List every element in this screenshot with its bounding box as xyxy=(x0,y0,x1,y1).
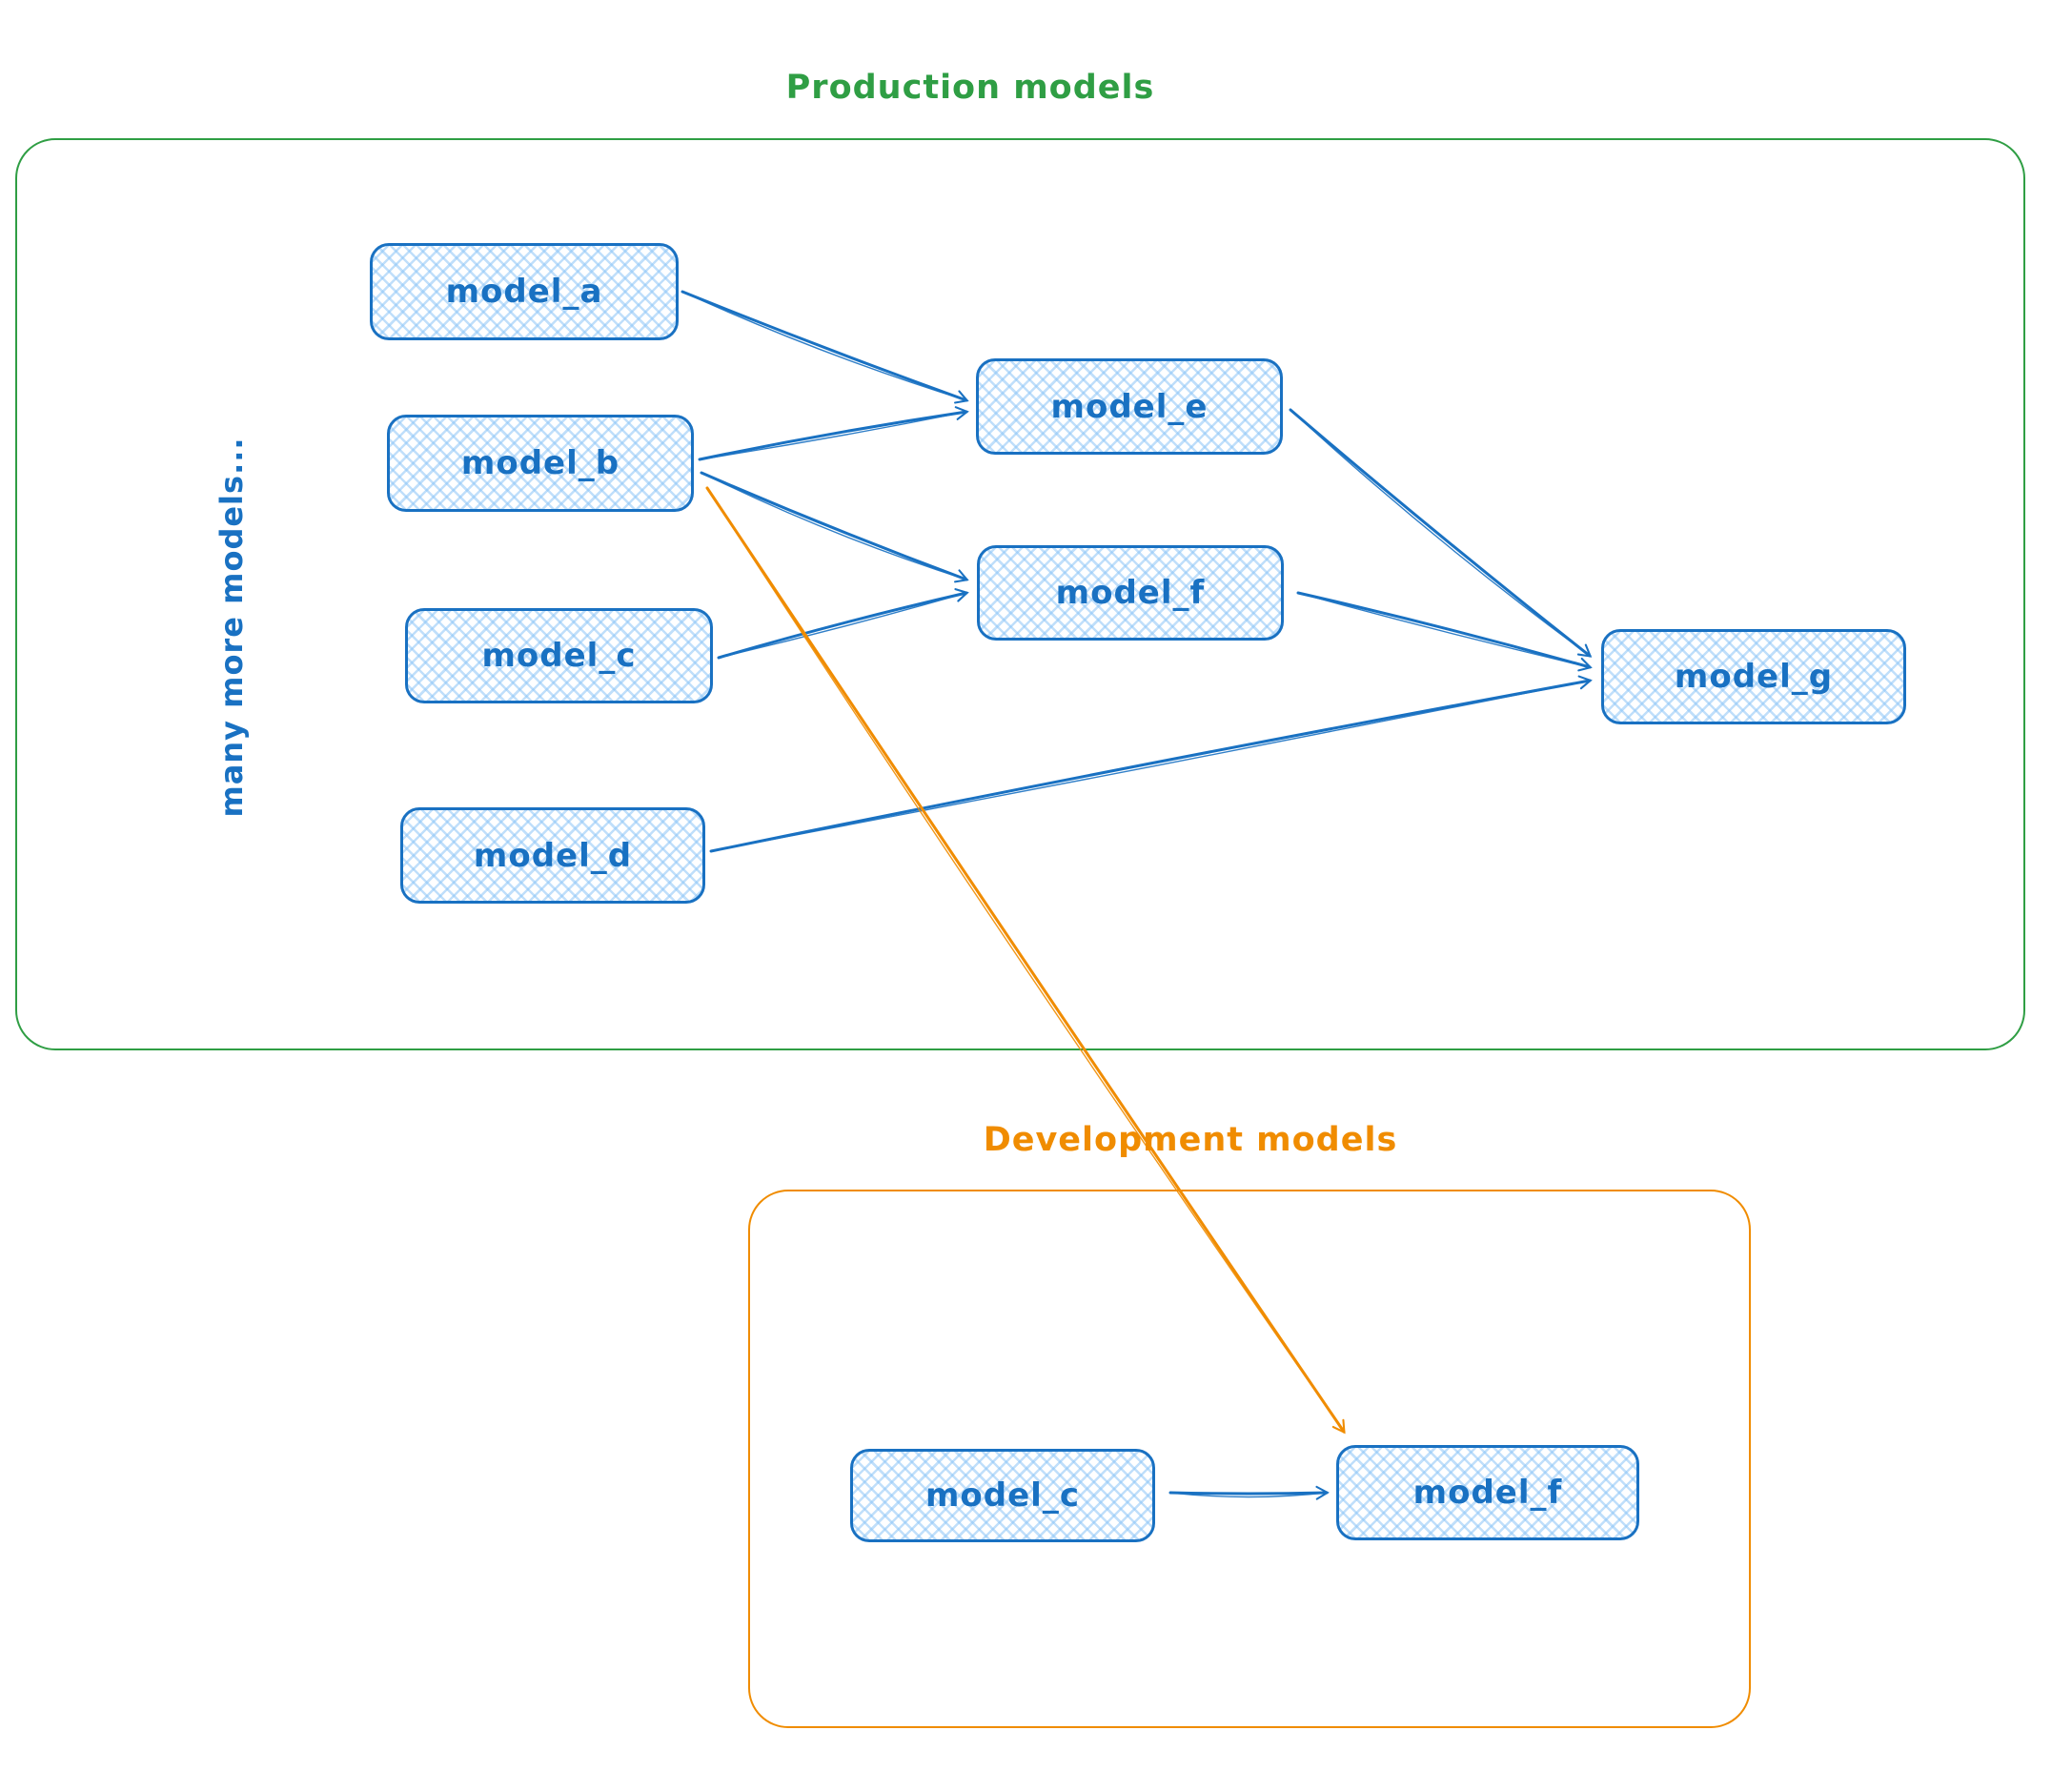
node-model_b: model_b xyxy=(387,415,694,512)
node-model_a: model_a xyxy=(370,243,679,340)
many-more-models-note: many more models... xyxy=(213,437,250,818)
node-label-dev_model_f: model_f xyxy=(1412,1474,1563,1512)
node-label-model_b: model_b xyxy=(460,444,620,482)
node-dev_model_c: model_c xyxy=(850,1449,1155,1542)
node-label-model_c: model_c xyxy=(481,637,637,675)
node-model_f: model_f xyxy=(977,545,1284,641)
node-label-dev_model_c: model_c xyxy=(925,1476,1080,1515)
node-label-model_g: model_g xyxy=(1674,658,1834,696)
node-dev_model_f: model_f xyxy=(1336,1445,1639,1540)
node-model_c: model_c xyxy=(405,608,713,703)
node-label-model_e: model_e xyxy=(1050,387,1209,426)
node-label-model_a: model_a xyxy=(445,273,603,311)
node-model_e: model_e xyxy=(976,358,1283,455)
development-models-title: Development models xyxy=(983,1121,1398,1159)
node-label-model_f: model_f xyxy=(1055,574,1206,612)
production-models-title: Production models xyxy=(785,69,1155,107)
node-model_d: model_d xyxy=(400,807,705,904)
node-model_g: model_g xyxy=(1601,629,1906,724)
node-label-model_d: model_d xyxy=(473,836,633,875)
